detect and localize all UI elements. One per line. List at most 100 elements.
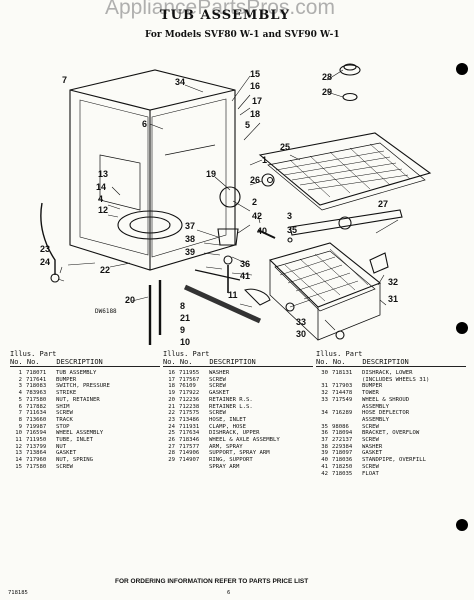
part-description: SHIM [56, 403, 70, 410]
part-number: 717634 [179, 430, 200, 437]
part-number: 717580 [26, 396, 47, 403]
page-code: 718185 [8, 590, 28, 596]
part-description: GASKET [56, 450, 77, 457]
part-description: FLOAT [362, 470, 379, 477]
illus-number: 6 [18, 403, 22, 410]
callout-1: 1 [262, 155, 267, 165]
callout-38: 38 [185, 234, 195, 244]
callout-40: 40 [257, 226, 267, 236]
part-description: BUMPER [56, 376, 77, 383]
part-description: WHEEL & AXLE ASSEMBLY [209, 437, 280, 444]
illus-number: 21 [168, 403, 175, 410]
part-number: 714907 [179, 457, 200, 464]
callout-37: 37 [185, 221, 195, 231]
part-description: RETAINER R.S. [209, 396, 253, 403]
illus-number: 7 [18, 410, 22, 417]
callout-8: 8 [180, 301, 185, 311]
illus-number: 2 [18, 376, 22, 383]
part-description: RING, SUPPORT [209, 457, 253, 464]
part-description: DISHRACK, LOWER [362, 370, 413, 376]
watermark: AppliancePartsPros.com [105, 0, 335, 19]
callout-10: 10 [180, 337, 190, 345]
illus-number: 23 [168, 416, 175, 423]
part-number: 717575 [179, 410, 200, 417]
part-description: ASSEMBLY [362, 416, 389, 423]
part-number: 711931 [179, 423, 200, 430]
part-number: 718035 [332, 470, 353, 477]
part-description: SWITCH, PRESSURE [56, 383, 110, 390]
part-description: GASKET [362, 450, 383, 457]
tub-top-edge [69, 89, 236, 111]
table-row: (INCLUDES WHEELS 31) [316, 377, 466, 384]
callout-35: 35 [287, 225, 297, 235]
part-number: 718083 [26, 383, 47, 390]
part-number: 713660 [26, 416, 47, 423]
illus-number: 31 [321, 383, 328, 390]
part-description: TRACK [56, 416, 73, 423]
part-number: 718071 [26, 370, 47, 376]
part-number: 713864 [26, 450, 47, 457]
illus-number: 12 [15, 443, 22, 450]
illus-number: 4 [18, 390, 22, 397]
illus-number: 17 [168, 376, 175, 383]
part-description: STRIKE [56, 390, 77, 397]
part-number [332, 377, 362, 384]
part-number: 714906 [179, 450, 200, 457]
part-number: 718094 [332, 430, 353, 437]
page-number: 6 [227, 590, 231, 596]
illus-number: 11 [15, 437, 22, 444]
part-number: 718250 [332, 463, 353, 470]
illus-number: 9 [18, 423, 22, 430]
callout-29: 29 [322, 87, 332, 97]
illus-number: 25 [168, 430, 175, 437]
part-number: 718036 [332, 457, 353, 464]
callout-13: 13 [98, 169, 108, 179]
illus-number: 40 [321, 457, 328, 464]
part-number: 717641 [26, 376, 47, 383]
illus-number: 41 [321, 463, 328, 470]
callout-23: 23 [40, 244, 50, 254]
part-description: SCREW [56, 410, 73, 417]
part-description: SCREW [209, 376, 226, 383]
part-description: NUT, SPRING [56, 457, 94, 464]
callout-7: 7 [62, 75, 67, 85]
illus-number: 36 [321, 430, 328, 437]
part-number: 98086 [332, 423, 349, 430]
part-number: 717577 [179, 443, 200, 450]
callout-20: 20 [125, 295, 135, 305]
callout-36: 36 [240, 259, 250, 269]
illus-number [163, 464, 179, 471]
part-description: STANDPIPE, OVERFILL [362, 457, 426, 464]
illus-number: 32 [321, 390, 328, 397]
illus-number: 5 [18, 396, 22, 403]
callout-27: 27 [378, 199, 388, 209]
illus-number: 33 [321, 396, 328, 403]
part-description: RETAINER L.S. [209, 403, 253, 410]
callout-12: 12 [98, 205, 108, 215]
part-number: 716289 [332, 410, 353, 417]
part-number: 229384 [332, 443, 353, 450]
callout-14: 14 [96, 182, 106, 192]
part-description: WASHER [209, 370, 230, 376]
exploded-parts-diagram: 7 34 15 16 17 18 6 5 13 14 4 12 19 26 2 … [40, 63, 432, 345]
part-number: 717567 [179, 376, 200, 383]
